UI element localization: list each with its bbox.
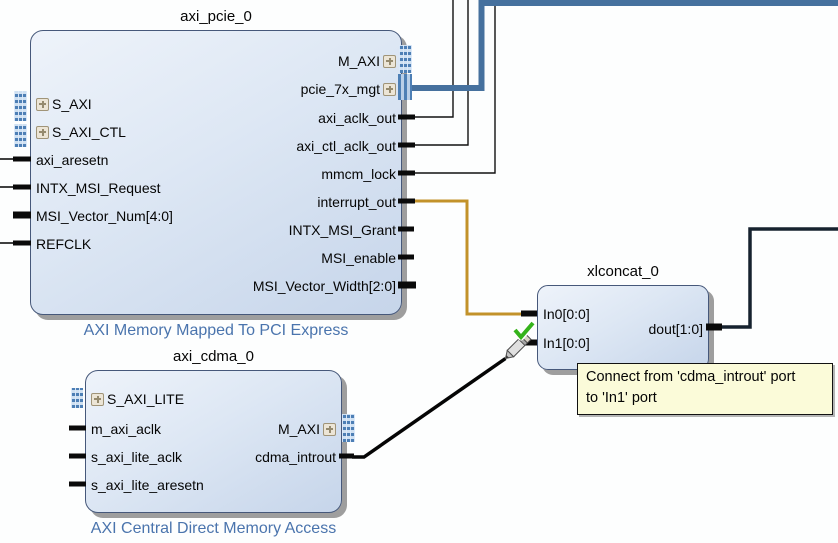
port-s-axi-lite-aresetn[interactable]: s_axi_lite_aresetn [91,477,204,493]
tooltip-line2: to 'In1' port [586,390,657,406]
port-stub-interrupt-out[interactable] [398,198,415,204]
port-stub-axi-ctl-aclk-out[interactable] [398,142,415,148]
port-stub-in1[interactable] [521,339,537,346]
port-stub-s-axi-lite-aclk[interactable] [69,453,86,459]
interface-unconnected-icon-cdma-m-axi[interactable] [342,414,355,442]
connection-tooltip: Connect from 'cdma_introut' port to 'In1… [577,363,833,415]
port-msi-vector-num[interactable]: MSI_Vector_Num[4:0] [36,208,173,224]
interface-unconnected-icon-s-axi[interactable] [14,91,27,121]
interface-unconnected-icon-s-axi-lite[interactable] [71,388,83,408]
block-title-xlconcat-0: xlconcat_0 [587,263,659,280]
drag-wire-cdma-introut[interactable] [352,357,507,459]
port-cdma-m-axi[interactable]: M_AXI [278,419,336,439]
mmcm-lock-wire[interactable] [407,0,496,174]
port-stub-axi-aclk-out[interactable] [398,114,415,120]
block-title-axi-cdma-0: axi_cdma_0 [173,348,254,365]
port-pcie-7x-mgt[interactable]: pcie_7x_mgt [301,79,396,99]
port-refclk[interactable]: REFCLK [36,236,92,252]
plus-expand-icon[interactable] [323,422,336,436]
port-axi-ctl-aclk-out[interactable]: axi_ctl_aclk_out [296,138,396,154]
port-cdma-introut[interactable]: cdma_introut [255,449,336,465]
port-stub-in0[interactable] [521,310,537,317]
dout-wire[interactable] [720,227,838,329]
port-s-axi-ctl[interactable]: S_AXI_CTL [36,122,126,142]
port-intx-msi-request[interactable]: INTX_MSI_Request [36,180,161,196]
port-interrupt-out[interactable]: interrupt_out [317,194,396,210]
port-in1[interactable]: In1[0:0] [543,335,590,351]
port-s-axi[interactable]: S_AXI [36,94,92,114]
port-stub-msi-vector-num[interactable] [13,211,31,219]
block-description-axi-pcie-0: AXI Memory Mapped To PCI Express [83,322,349,339]
port-stub-s-axi-lite-aresetn[interactable] [69,481,86,487]
port-s-axi-lite-aclk[interactable]: s_axi_lite_aclk [91,449,183,465]
tooltip-line1: Connect from 'cdma_introut' port [586,369,796,385]
interrupt-out-wire[interactable] [414,199,522,316]
port-in0[interactable]: In0[0:0] [543,306,590,322]
port-dout[interactable]: dout[1:0] [648,321,704,337]
port-m-axi-aclk[interactable]: m_axi_aclk [91,421,162,437]
port-mmcm-lock[interactable]: mmcm_lock [321,166,396,182]
port-stub-msi-enable[interactable] [398,254,414,260]
port-stub-mmcm-lock[interactable] [398,170,415,176]
block-title-axi-pcie-0: axi_pcie_0 [180,8,252,25]
pcie-7x-mgt-wire[interactable] [412,0,838,91]
block-axi-pcie-0[interactable]: axi_pcie_0 S_AXI S_AXI_CTL axi_aresetn I… [30,8,402,339]
port-stub-intx-msi-grant[interactable] [398,226,414,232]
port-m-axi[interactable]: M_AXI [338,51,396,71]
port-axi-aresetn[interactable]: axi_aresetn [36,152,109,168]
plus-expand-icon[interactable] [36,97,49,111]
port-axi-aclk-out[interactable]: axi_aclk_out [318,110,396,126]
port-stub-m-axi-aclk[interactable] [69,425,86,431]
axi-aclk-out-wire[interactable] [407,0,454,118]
plus-expand-icon[interactable] [36,125,49,139]
block-axi-cdma-0[interactable]: axi_cdma_0 S_AXI_LITE m_axi_aclk s_axi_l… [85,348,342,537]
port-stub-msi-vector-width[interactable] [398,281,416,289]
axi-ctl-aclk-out-wire[interactable] [407,0,469,146]
plus-expand-icon[interactable] [383,54,396,68]
port-msi-vector-width[interactable]: MSI_Vector_Width[2:0] [252,278,396,294]
port-stub-axi-aresetn[interactable] [13,156,31,162]
port-stub-refclk[interactable] [13,240,31,246]
interface-unconnected-icon-s-axi-ctl[interactable] [14,124,27,147]
plus-expand-icon[interactable] [91,392,104,406]
port-msi-enable[interactable]: MSI_enable [321,250,396,266]
port-stub-intx-msi-request[interactable] [13,184,31,190]
port-s-axi-lite[interactable]: S_AXI_LITE [91,389,184,409]
port-intx-msi-grant[interactable]: INTX_MSI_Grant [288,222,396,238]
port-stub-dout[interactable] [706,323,722,331]
plus-expand-icon[interactable] [383,82,396,96]
interface-connected-icon-pcie-7x-mgt[interactable] [398,74,412,100]
interface-unconnected-icon-m-axi[interactable] [399,45,412,73]
block-description-axi-cdma-0: AXI Central Direct Memory Access [90,520,337,537]
port-stub-cdma-introut[interactable] [339,453,354,459]
